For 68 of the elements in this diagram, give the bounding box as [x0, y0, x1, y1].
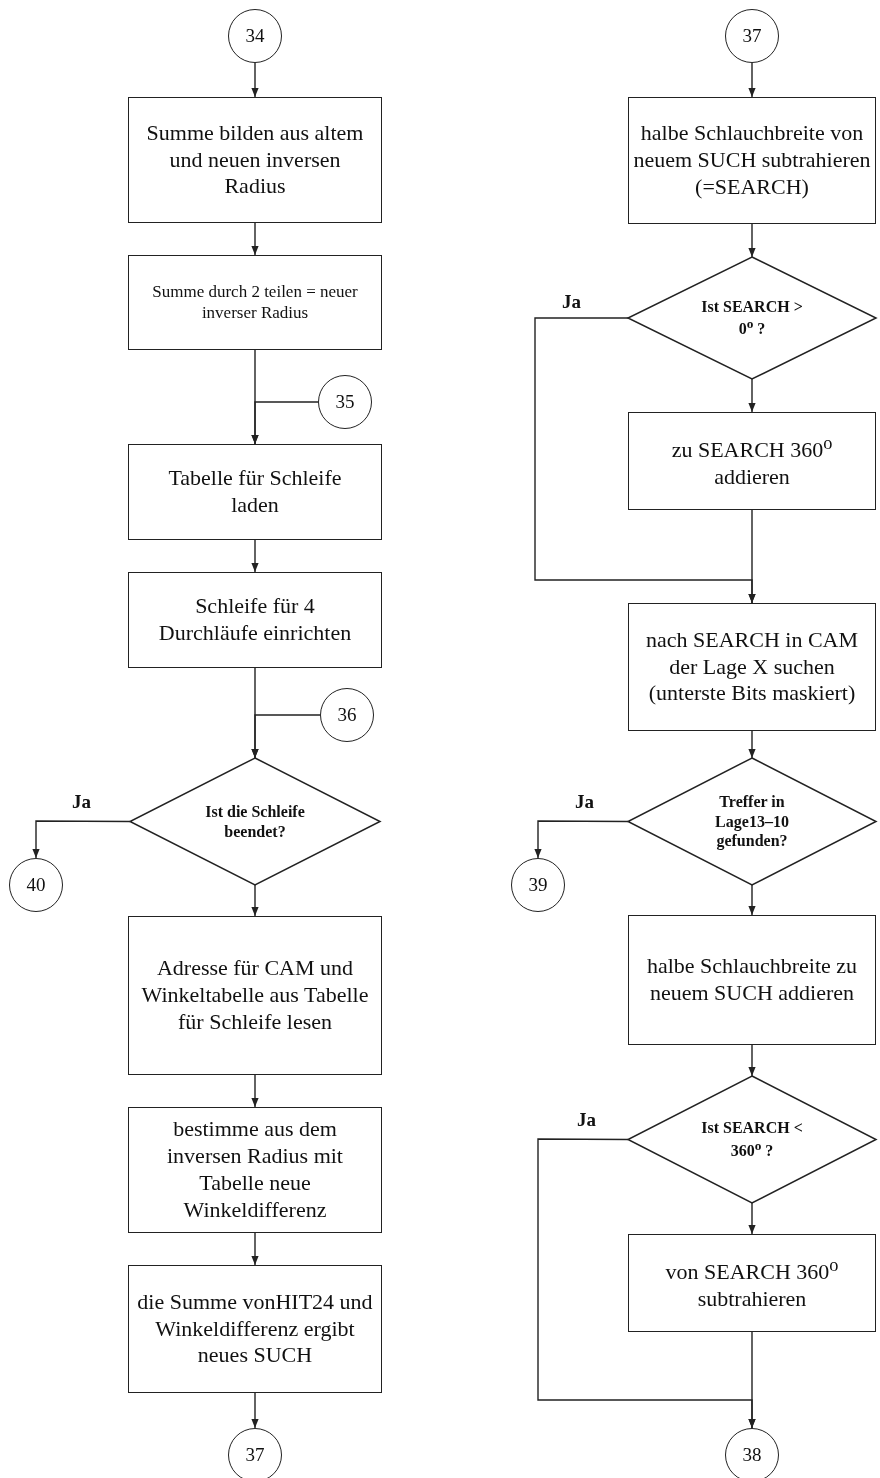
connector-number: 39	[528, 873, 548, 897]
connector-circle	[9, 858, 63, 912]
step-text: Adresse für CAM und Winkeltabelle aus Tabelle für Schleife lesen	[140, 955, 370, 1036]
arrow	[251, 222, 259, 256]
arrow	[534, 820, 629, 859]
connector-circle	[320, 688, 374, 742]
step-text: Treffer in Lage13–10 gefunden?	[714, 792, 790, 851]
connector-circle	[725, 1428, 779, 1478]
connector-number: 40	[26, 873, 46, 897]
arrow	[748, 509, 756, 604]
process-box	[628, 603, 876, 731]
connector-circle	[228, 9, 282, 63]
connector-number: 35	[335, 390, 355, 414]
process-box	[128, 97, 382, 223]
step-text: Ist SEARCH < 360$^{o}$ ?	[700, 1118, 804, 1161]
connector-circle	[511, 858, 565, 912]
arrow	[251, 1232, 259, 1266]
arrow	[748, 730, 756, 759]
decision-diamond	[628, 257, 876, 379]
process-box	[128, 1107, 382, 1233]
decision-diamond	[628, 1076, 876, 1203]
connector-number: 36	[337, 703, 357, 727]
arrow	[748, 1202, 756, 1235]
arrow	[32, 820, 131, 859]
connector-number: 38	[742, 1443, 762, 1467]
arrow	[251, 714, 321, 759]
process-box	[128, 255, 382, 350]
process-box	[628, 1234, 876, 1332]
step-text: von SEARCH 360$^{o}$ subtrahieren	[664, 1253, 840, 1313]
process-box	[628, 915, 876, 1045]
connector-circle	[725, 9, 779, 63]
arrow	[251, 539, 259, 573]
step-text: bestimme aus dem inversen Radius mit Tabelle neue Winkeldifferenz	[166, 1116, 344, 1224]
arrow	[748, 223, 756, 258]
connector-number: 34	[245, 24, 265, 48]
arrow	[748, 62, 756, 98]
process-box	[128, 916, 382, 1075]
process-box	[128, 572, 382, 668]
process-box	[628, 412, 876, 510]
step-text: nach SEARCH in CAM der Lage X suchen (unterste Bits maskiert)	[644, 626, 860, 708]
step-text: zu SEARCH 360$^{o}$ addieren	[670, 431, 834, 491]
arrow	[251, 62, 259, 98]
decision-diamond	[130, 758, 380, 885]
arrow	[748, 1331, 756, 1429]
process-box	[128, 444, 382, 540]
process-box	[628, 97, 876, 224]
decision-diamond	[628, 758, 876, 885]
step-text: halbe Schlauchbreite von neuem SUCH subtrahieren (=SEARCH)	[632, 120, 872, 201]
arrow	[251, 884, 259, 917]
step-text: Ist SEARCH > 0$^{o}$ ?	[700, 296, 804, 340]
arrow	[748, 1044, 756, 1077]
arrow	[748, 884, 756, 916]
connector-circle	[318, 375, 372, 429]
connector-number: 37	[245, 1443, 265, 1467]
step-text: Tabelle für Schleife laden	[167, 465, 343, 519]
step-text: die Summe vonHIT24 und Winkeldifferenz ergibt neues SUCH	[136, 1288, 374, 1370]
step-text: Summe durch 2 teilen = neuer inverser Radius	[151, 281, 359, 324]
step-text: Ist die Schleife beendet?	[204, 802, 306, 841]
arrow	[251, 401, 319, 445]
step-text: Schleife für 4 Durchläufe einrichten	[157, 593, 353, 647]
arrow	[251, 1074, 259, 1108]
connector-circle	[228, 1428, 282, 1478]
connector-number: 37	[742, 24, 762, 48]
step-text: Summe bilden aus altem und neuen inversen Radius	[145, 119, 365, 201]
process-box	[128, 1265, 382, 1393]
arrow	[251, 1392, 259, 1429]
step-text: halbe Schlauchbreite zu neuem SUCH addieren	[645, 953, 859, 1007]
arrow	[748, 378, 756, 413]
